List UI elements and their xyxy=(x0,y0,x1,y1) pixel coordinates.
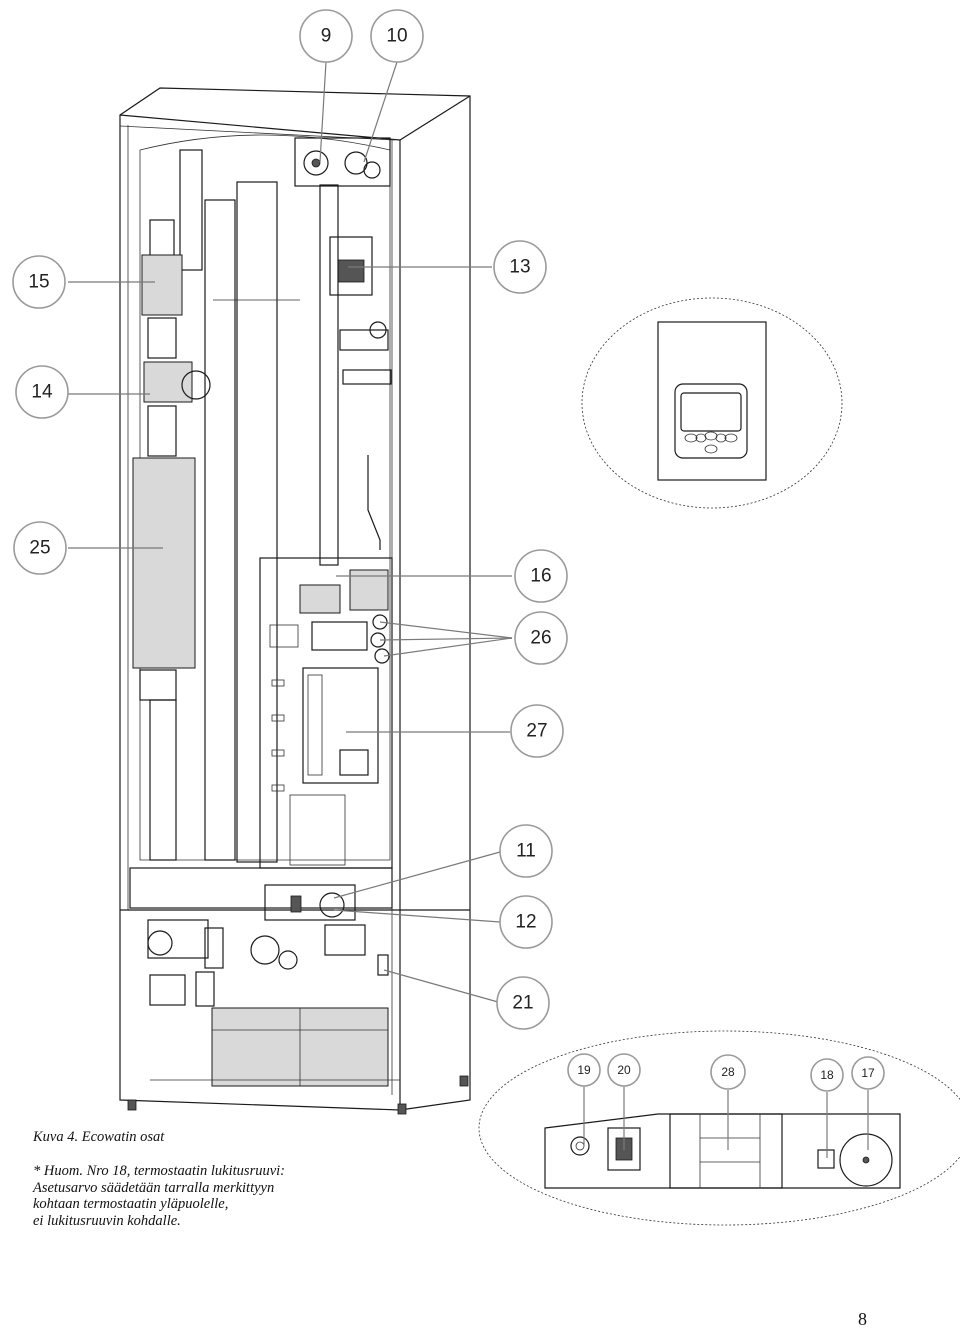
svg-text:18: 18 xyxy=(820,1068,834,1082)
callout-21: 21 xyxy=(496,976,550,1030)
svg-text:15: 15 xyxy=(28,272,49,293)
left-pipework xyxy=(132,149,211,861)
callout-27: 27 xyxy=(510,704,564,758)
callout-13: 13 xyxy=(493,240,547,294)
thermostat-note: * Huom. Nro 18, termostaatin lukitusruuv… xyxy=(33,1163,285,1229)
callout-15: 15 xyxy=(12,255,66,309)
note-line-3: kohtaan termostaatin yläpuolelle, xyxy=(33,1196,229,1212)
electrical-panel xyxy=(259,557,393,869)
callout-11: 11 xyxy=(499,824,553,878)
callout-25: 25 xyxy=(13,521,67,575)
svg-text:14: 14 xyxy=(31,382,53,403)
svg-text:27: 27 xyxy=(526,721,547,742)
callout-17: 17 xyxy=(851,1056,885,1090)
note-line-1: * Huom. Nro 18, termostaatin lukitusruuv… xyxy=(33,1163,286,1179)
svg-text:11: 11 xyxy=(516,841,536,862)
callout-14: 14 xyxy=(15,365,69,419)
callout-12: 12 xyxy=(499,895,553,949)
svg-text:26: 26 xyxy=(530,628,551,649)
svg-text:19: 19 xyxy=(577,1063,591,1077)
callout-18: 18 xyxy=(810,1058,844,1092)
lower-compartment xyxy=(147,919,400,1087)
svg-text:21: 21 xyxy=(512,993,533,1014)
callout-20: 20 xyxy=(607,1053,641,1087)
callout-19: 19 xyxy=(567,1053,601,1087)
top-controls xyxy=(294,137,391,187)
page-number: 8 xyxy=(858,1309,867,1329)
svg-text:17: 17 xyxy=(861,1066,875,1080)
control-box-13 xyxy=(329,236,389,351)
callout-26: 26 xyxy=(514,611,568,665)
svg-text:28: 28 xyxy=(721,1065,735,1079)
callout-28: 28 xyxy=(710,1054,746,1090)
controller-detail xyxy=(581,297,843,509)
callout-9: 9 xyxy=(299,9,353,63)
svg-text:20: 20 xyxy=(617,1063,631,1077)
svg-text:9: 9 xyxy=(321,26,332,47)
svg-text:16: 16 xyxy=(530,566,551,587)
callout-16: 16 xyxy=(514,549,568,603)
svg-text:12: 12 xyxy=(515,912,536,933)
leader-lines xyxy=(68,61,869,1158)
callout-10: 10 xyxy=(370,9,424,63)
svg-text:13: 13 xyxy=(509,257,530,278)
svg-text:25: 25 xyxy=(29,538,50,559)
note-line-2: Asetusarvo säädetään tarralla merkittyyn xyxy=(33,1179,275,1196)
note-line-4: ei lukitusruuvin kohdalle. xyxy=(33,1212,181,1229)
svg-text:10: 10 xyxy=(386,26,407,47)
control-strip xyxy=(129,867,393,956)
right-pipework xyxy=(319,184,392,566)
figure-caption: Kuva 4. Ecowatin osat xyxy=(33,1129,165,1145)
